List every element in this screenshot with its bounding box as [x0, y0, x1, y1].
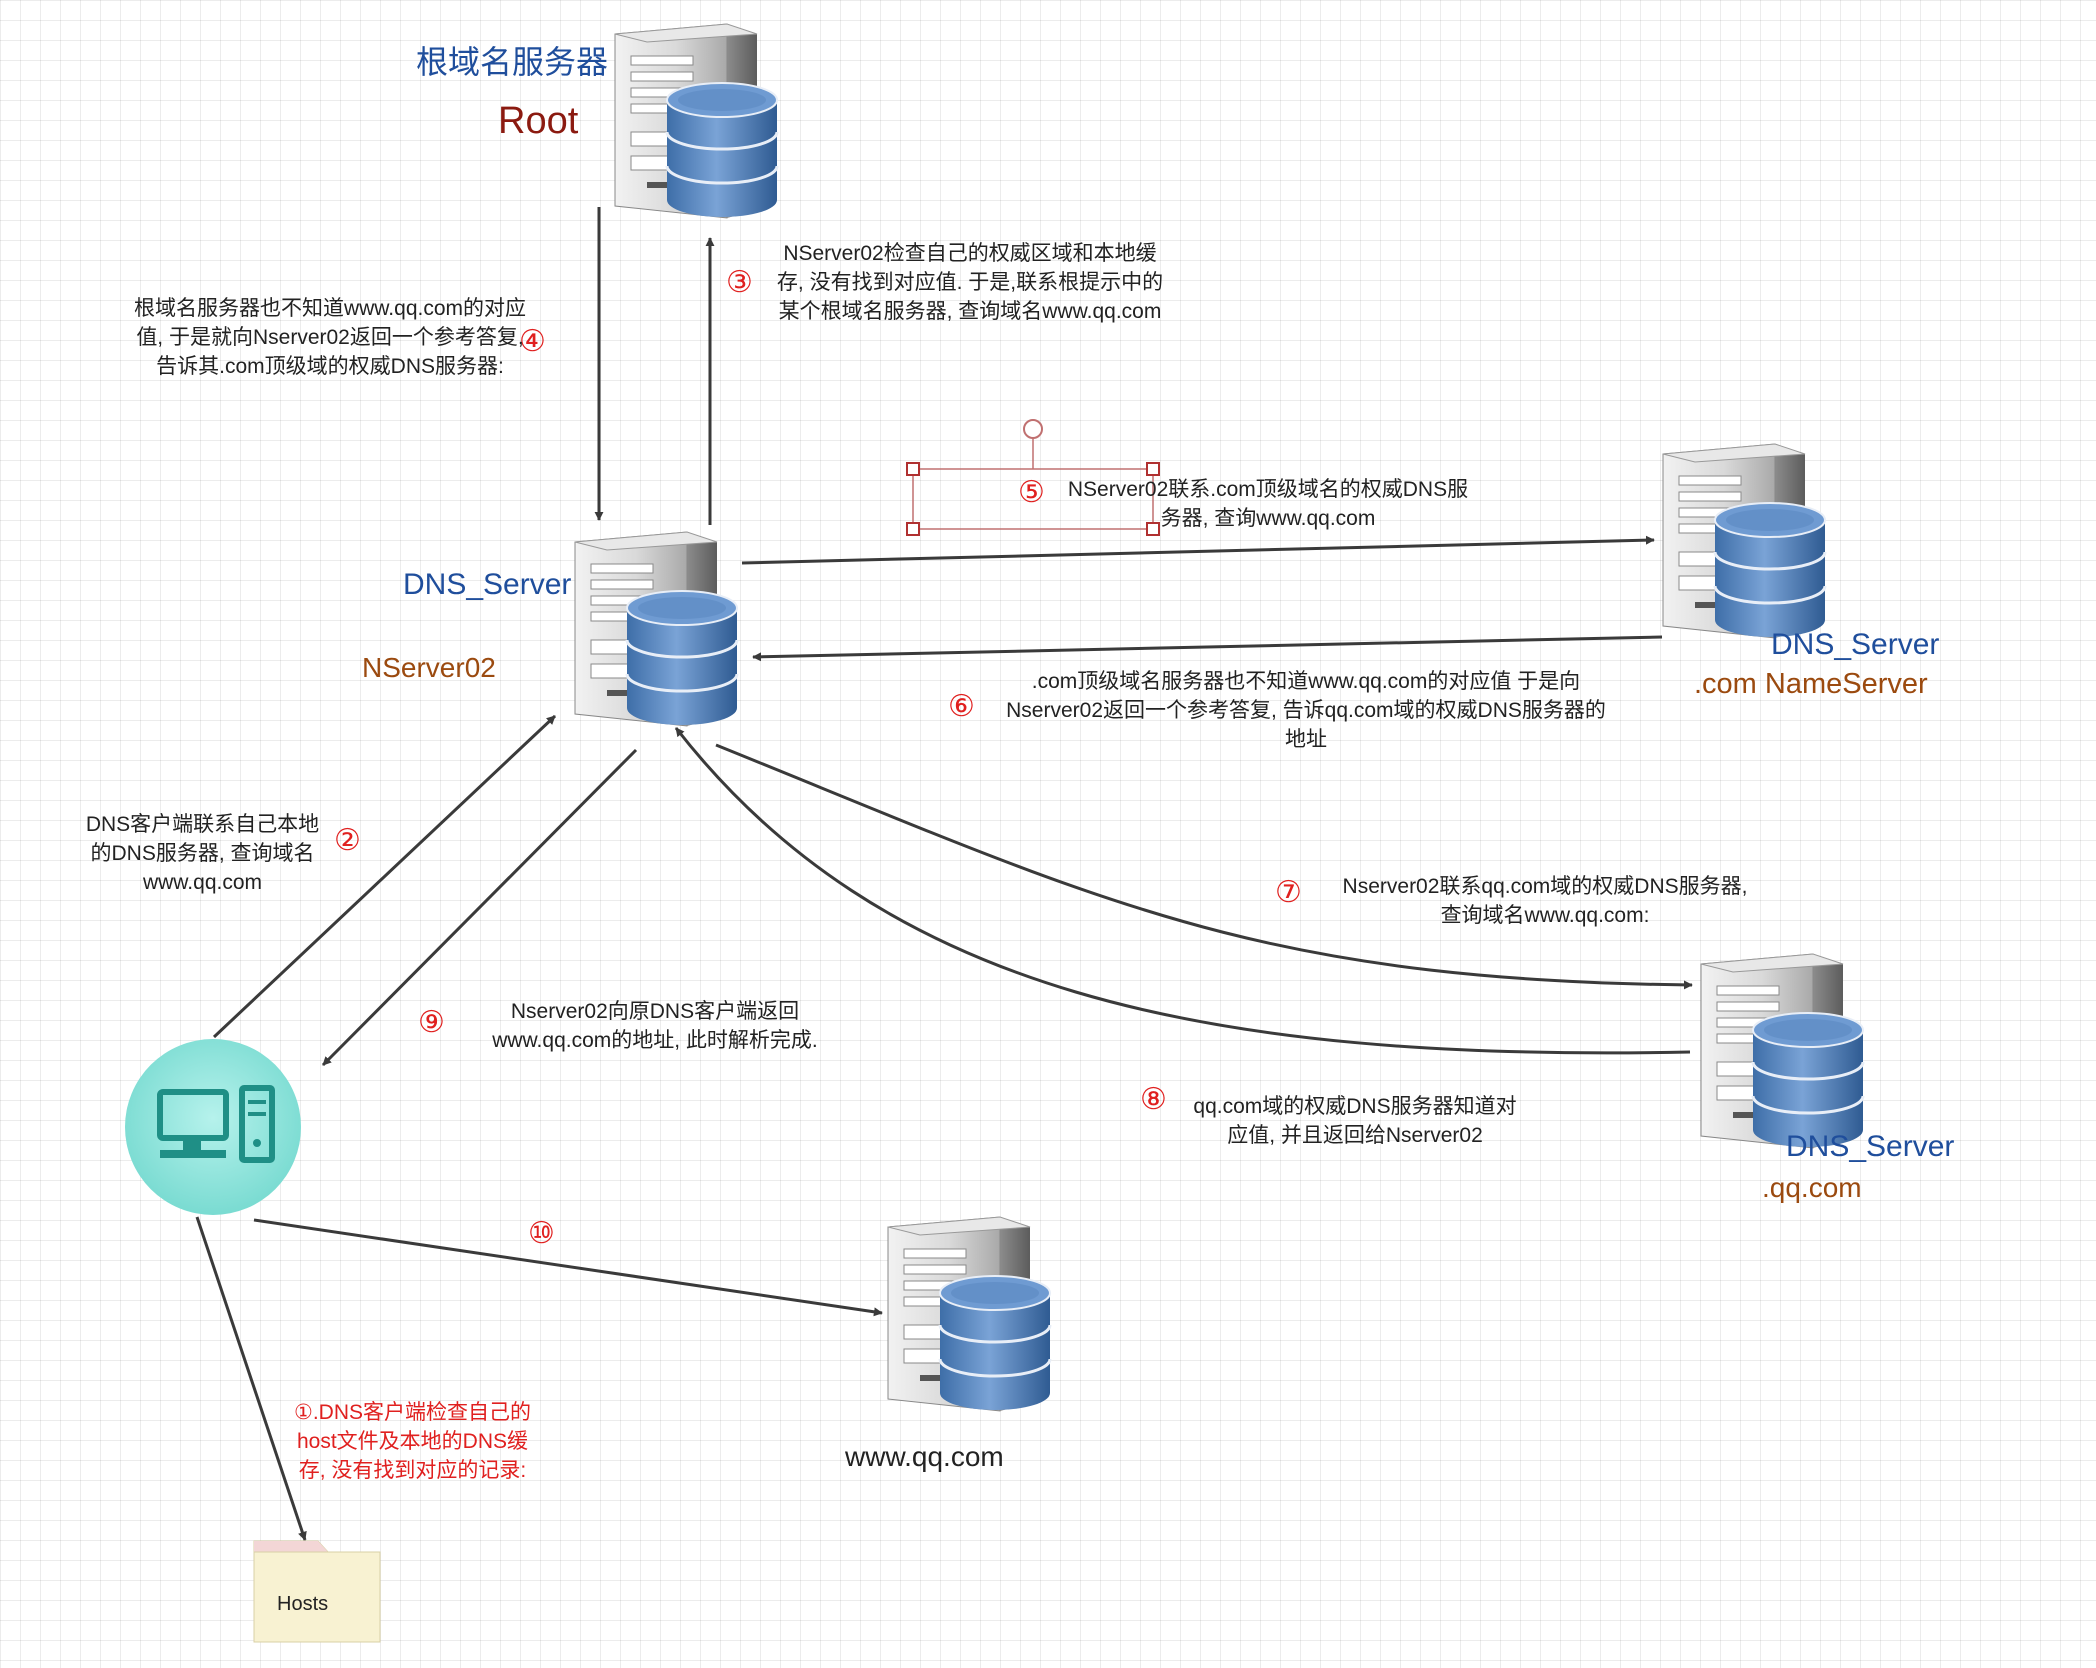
step-9-number: ⑨	[418, 1006, 445, 1039]
step-2-note: DNS客户端联系自己本地的DNS服务器, 查询域名www.qq.com	[85, 813, 320, 894]
arrow-step2	[212, 714, 557, 1039]
step-3-number: ③	[726, 266, 753, 299]
root-title: Root	[498, 100, 579, 142]
root-title-cn: 根域名服务器	[416, 44, 609, 80]
nserver02-server-icon	[573, 530, 739, 728]
step-4-number: ④	[519, 325, 546, 358]
arrow-step5	[741, 535, 1655, 565]
www-qq-com-server-icon	[886, 1215, 1052, 1413]
root-server-icon	[613, 22, 779, 220]
qq-com-server-icon	[1699, 952, 1865, 1150]
step-7-number: ⑦	[1275, 876, 1302, 909]
step-7-note: Nserver02联系qq.com域的权威DNS服务器, 查询域名www.qq.…	[1342, 875, 1748, 927]
step-6-note: .com顶级域名服务器也不知道www.qq.com的对应值 于是向Nserver…	[1006, 670, 1606, 751]
step-9-note: Nserver02向原DNS客户端返回www.qq.com的地址, 此时解析完成…	[492, 1000, 818, 1052]
arrow-step9	[321, 748, 638, 1067]
nserver-sub: NServer02	[362, 652, 496, 683]
arrow-step10	[253, 1218, 883, 1317]
selection-box[interactable]	[906, 419, 1160, 536]
hosts-label: Hosts	[277, 1593, 329, 1615]
nserver-name: DNS_Server	[403, 568, 572, 601]
arrow-step7	[715, 743, 1693, 990]
step-8-note: qq.com域的权威DNS服务器知道对应值, 并且返回给Nserver02	[1193, 1095, 1517, 1147]
step-6-number: ⑥	[948, 690, 975, 723]
step-1-note: ①.DNS客户端检查自己的host文件及本地的DNS缓存, 没有找到对应的记录:	[294, 1401, 531, 1482]
qq-ns-sub: .qq.com	[1762, 1172, 1862, 1203]
step-3-note: NServer02检查自己的权威区域和本地缓存, 没有找到对应值. 于是,联系根…	[776, 242, 1164, 323]
desktop-computer-icon	[125, 1039, 301, 1215]
qq-ns-name: DNS_Server	[1786, 1130, 1955, 1163]
com-ns-name: DNS_Server	[1771, 628, 1940, 661]
step-2-number: ②	[334, 824, 361, 857]
step-8-number: ⑧	[1140, 1083, 1167, 1116]
com-nameserver-icon	[1661, 442, 1827, 640]
arrow-step8	[674, 727, 1691, 1055]
arrow-step1	[195, 1216, 307, 1541]
step-5-note: NServer02联系.com顶级域名的权威DNS服务器, 查询www.qq.c…	[1067, 478, 1469, 530]
www-node-name: www.qq.com	[845, 1441, 1004, 1472]
step-4-note: 根域名服务器也不知道www.qq.com的对应值, 于是就向Nserver02返…	[133, 297, 527, 378]
step-10-number: ⑩	[528, 1217, 555, 1250]
folder-icon	[253, 1540, 381, 1643]
step-5-number: ⑤	[1018, 476, 1045, 509]
com-ns-sub: .com NameServer	[1694, 668, 1928, 700]
arrow-step6	[752, 635, 1663, 662]
